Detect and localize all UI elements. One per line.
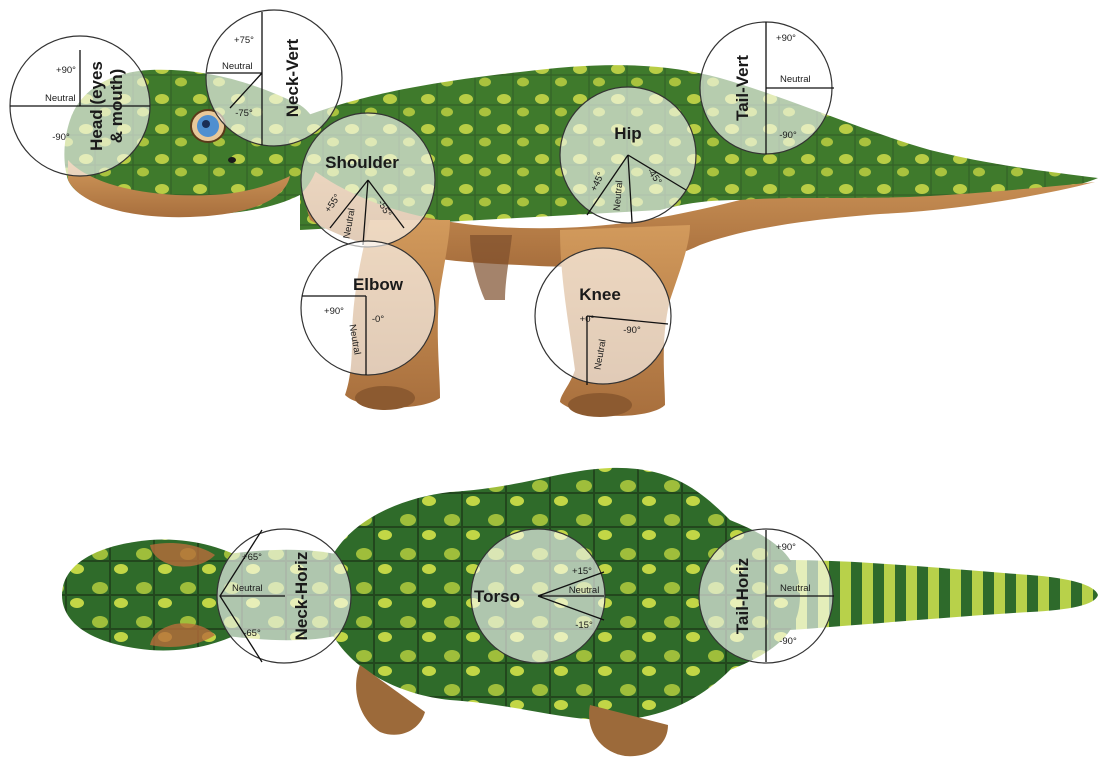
elbow-dial: Elbow +90° -0° Neutral bbox=[301, 241, 435, 375]
neck-horiz-plus-label: +65° bbox=[242, 552, 262, 563]
knee-dial: Knee +0° -90° Neutral bbox=[535, 248, 671, 385]
top-tail bbox=[790, 560, 1098, 630]
head-plus-label: +90° bbox=[56, 65, 76, 76]
neck-horiz-neutral-label: Neutral bbox=[232, 583, 263, 594]
neck-horiz-title: Neck-Horiz bbox=[292, 552, 311, 641]
elbow-plus-label: +90° bbox=[324, 306, 344, 317]
torso-dial: Torso +15° Neutral -15° bbox=[471, 529, 605, 663]
tail-vert-dial: +90° Neutral -90° Tail-Vert bbox=[700, 22, 834, 154]
torso-plus-label: +15° bbox=[572, 566, 592, 577]
neck-vert-plus-label: +75° bbox=[234, 35, 254, 46]
neck-vert-title: Neck-Vert bbox=[283, 38, 302, 117]
neck-vert-minus-label: -75° bbox=[235, 108, 253, 119]
neck-vert-dial: +75° Neutral -75° Neck-Vert bbox=[206, 10, 342, 146]
nostril bbox=[228, 157, 236, 163]
shoulder-title: Shoulder bbox=[325, 153, 399, 172]
tail-vert-plus-label: +90° bbox=[776, 33, 796, 44]
torso-minus-label: -15° bbox=[575, 620, 593, 631]
tail-horiz-title: Tail-Horiz bbox=[733, 558, 752, 634]
back-foot bbox=[568, 393, 632, 417]
head-title-line1: Head (eyes bbox=[87, 61, 106, 151]
hip-dial: Hip +45° Neutral -45° bbox=[560, 87, 696, 223]
torso-title: Torso bbox=[474, 587, 520, 606]
front-foot bbox=[355, 386, 415, 410]
tail-horiz-neutral-label: Neutral bbox=[780, 583, 811, 594]
tail-vert-minus-label: -90° bbox=[779, 130, 797, 141]
tail-horiz-minus-label: -90° bbox=[779, 636, 797, 647]
knee-title: Knee bbox=[579, 285, 621, 304]
neck-horiz-dial: +65° Neutral -65° Neck-Horiz bbox=[217, 529, 351, 663]
torso-neutral-label: Neutral bbox=[569, 585, 600, 596]
neck-vert-neutral-label: Neutral bbox=[222, 61, 253, 72]
knee-minus-label: -90° bbox=[623, 325, 641, 336]
shoulder-dial: Shoulder +55° Neutral -55° bbox=[301, 113, 435, 247]
tail-vert-title: Tail-Vert bbox=[733, 55, 752, 121]
head-dial: +90° Neutral -90° Head (eyes & mouth) bbox=[10, 36, 150, 176]
knee-plus-label: +0° bbox=[580, 314, 595, 325]
elbow-title: Elbow bbox=[353, 275, 404, 294]
head-title-line2: & mouth) bbox=[107, 69, 126, 144]
head-neutral-label: Neutral bbox=[45, 93, 76, 104]
tail-horiz-plus-label: +90° bbox=[776, 542, 796, 553]
hip-title: Hip bbox=[614, 124, 641, 143]
neck-horiz-minus-label: -65° bbox=[243, 628, 261, 639]
head-minus-label: -90° bbox=[52, 132, 70, 143]
elbow-zero-label: -0° bbox=[372, 314, 384, 325]
tail-vert-neutral-label: Neutral bbox=[780, 74, 811, 85]
tail-horiz-dial: +90° Neutral -90° Tail-Horiz bbox=[699, 529, 834, 663]
